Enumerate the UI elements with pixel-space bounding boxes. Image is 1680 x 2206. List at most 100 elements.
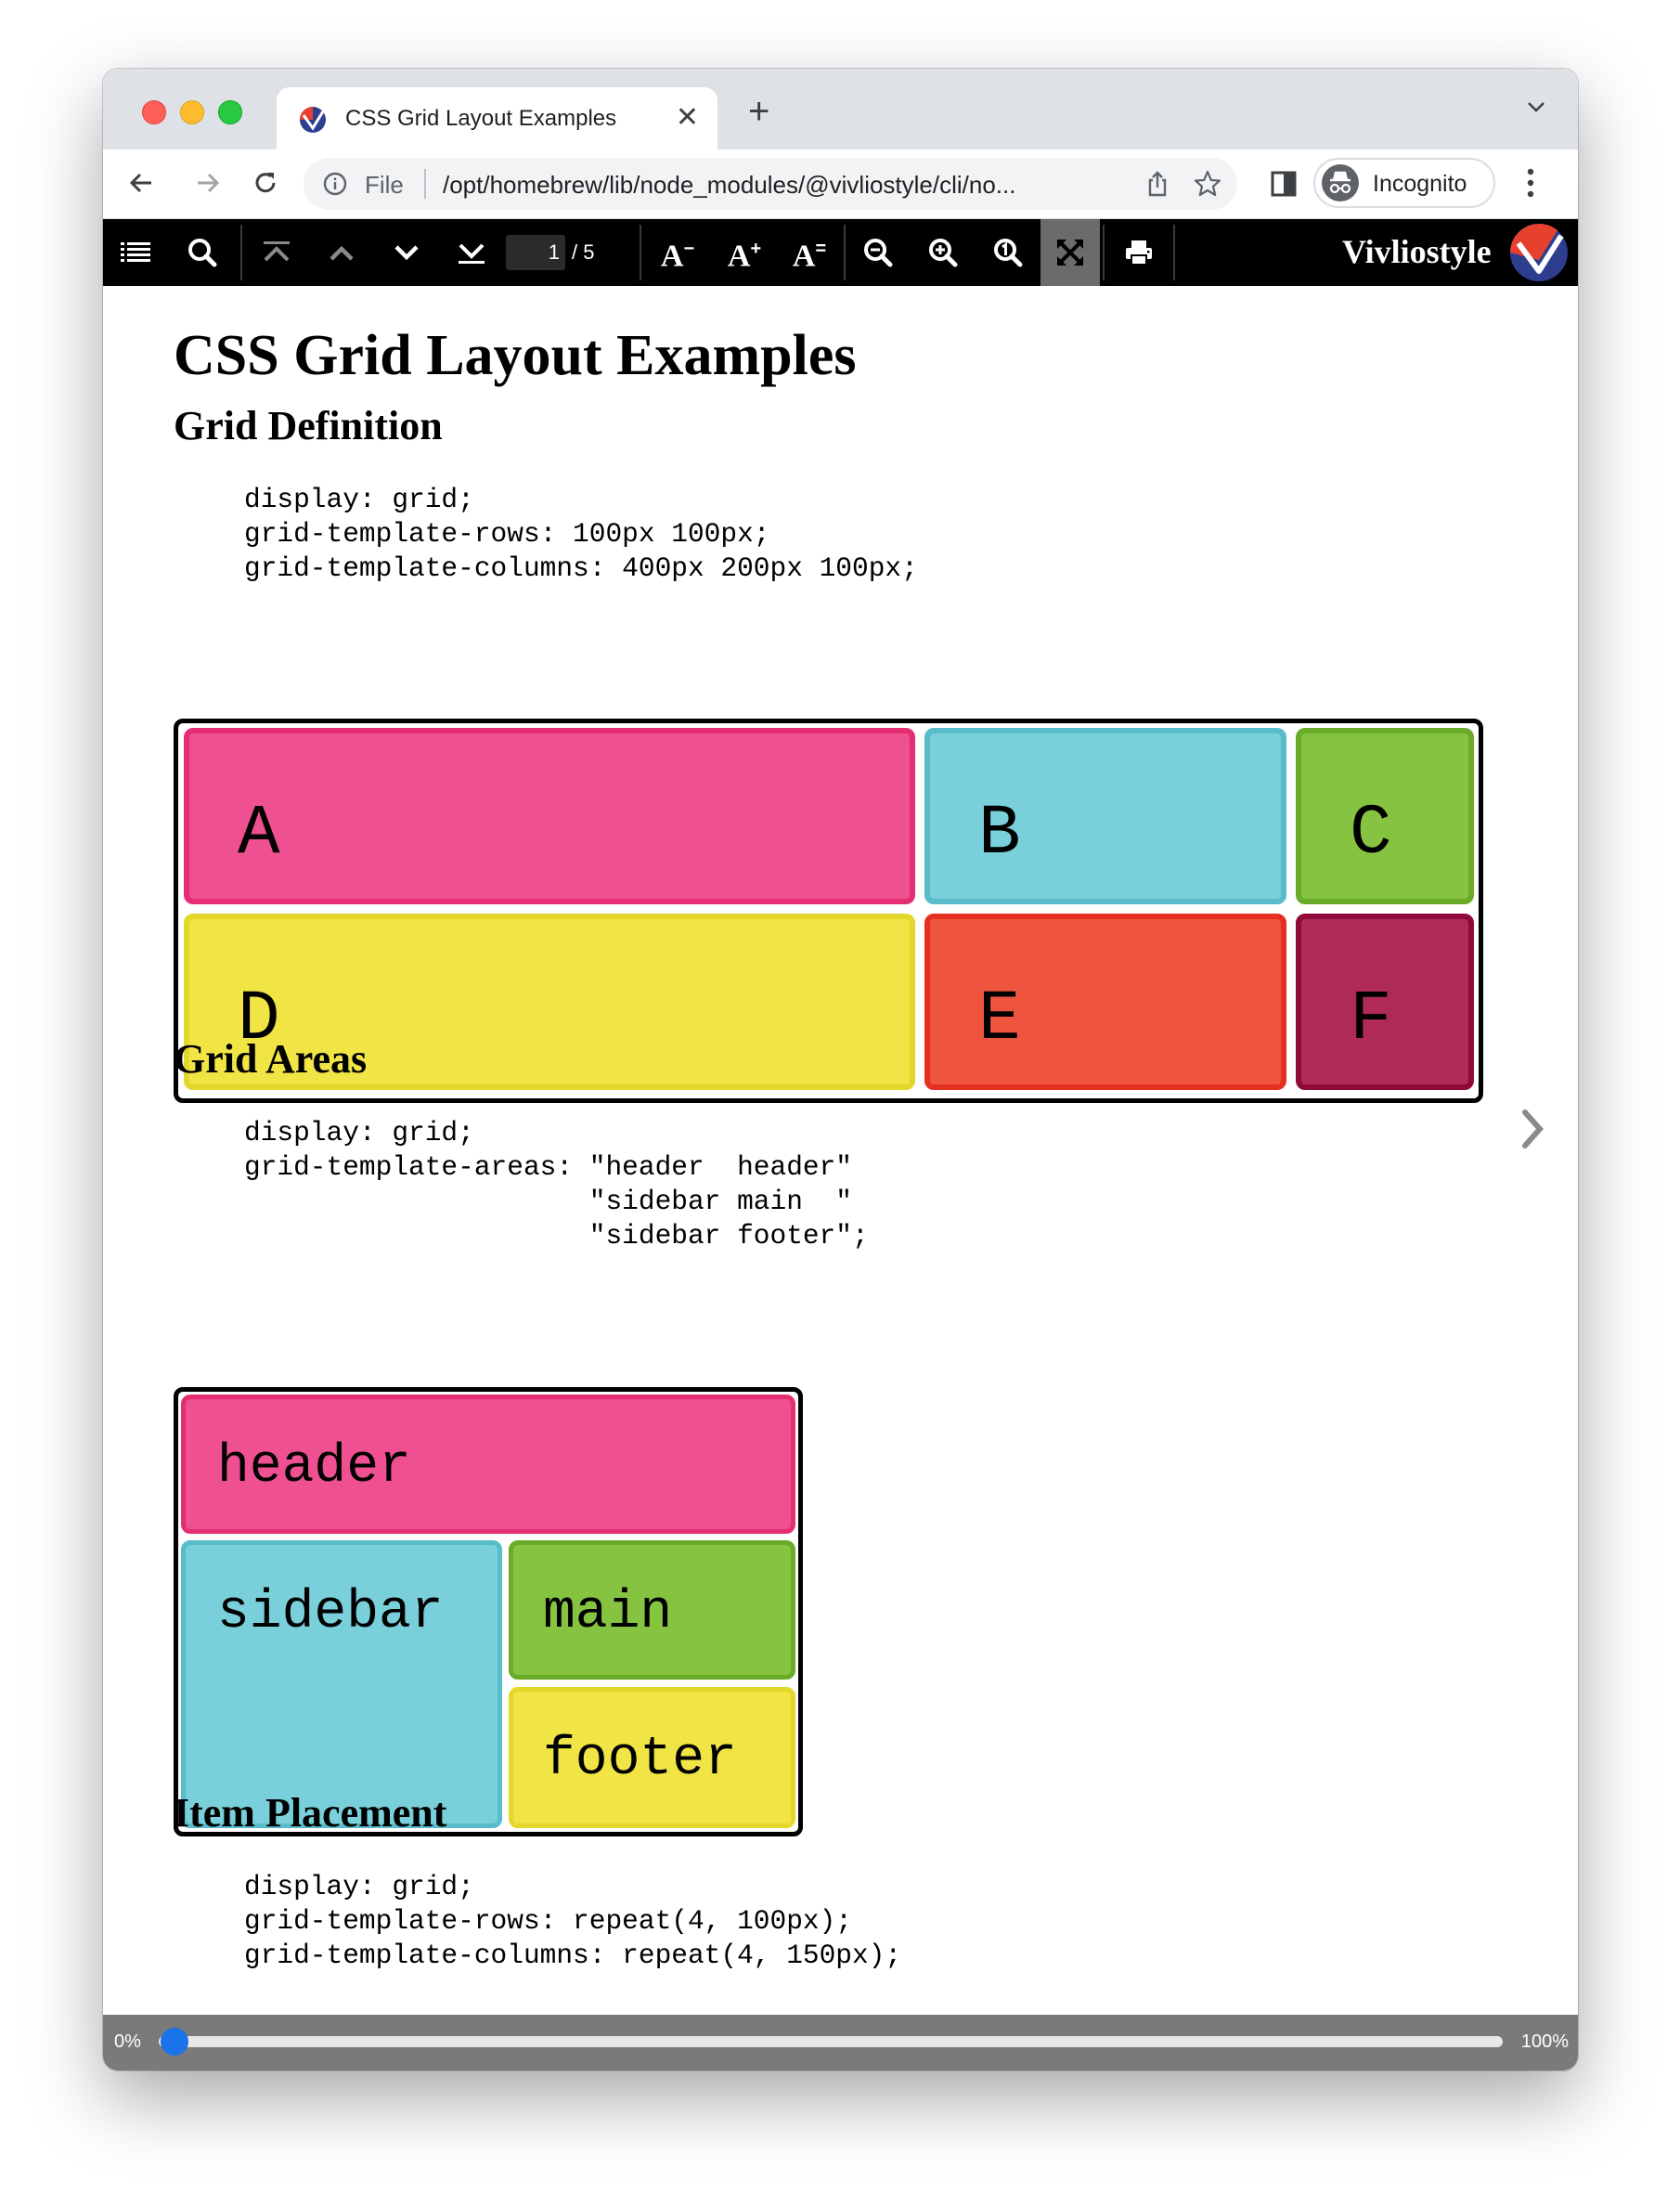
zoom-in-button[interactable] xyxy=(911,219,976,286)
grid-item-a: A xyxy=(184,728,915,904)
new-tab-button[interactable]: + xyxy=(748,91,770,132)
grid-area-main: main xyxy=(509,1540,795,1680)
font-size-decrease-button[interactable]: A− xyxy=(645,219,710,286)
next-page-icon xyxy=(394,245,419,261)
grid-area-label: sidebar xyxy=(217,1583,444,1643)
progress-slider-handle[interactable] xyxy=(161,2028,188,2056)
grid-item-d: D xyxy=(184,914,915,1090)
progress-track[interactable] xyxy=(159,2036,1503,2047)
browser-menu-icon[interactable] xyxy=(1526,166,1535,200)
maximize-window-button[interactable] xyxy=(218,100,242,124)
url-text[interactable]: /opt/homebrew/lib/node_modules/@vivliost… xyxy=(443,171,1016,199)
grid-item-label: C xyxy=(1350,794,1392,874)
grid-area-label: footer xyxy=(543,1730,737,1790)
section-heading-grid-definition: Grid Definition xyxy=(174,403,443,448)
last-page-button[interactable] xyxy=(439,219,504,286)
first-page-icon xyxy=(264,241,290,262)
font-size-increase-button[interactable]: A+ xyxy=(712,219,777,286)
vivliostyle-brand: Vivliostyle xyxy=(1342,233,1492,270)
first-page-button[interactable] xyxy=(244,219,309,286)
fit-to-screen-button[interactable] xyxy=(1040,219,1100,286)
page-current: 1 xyxy=(548,240,560,264)
grid-definition-example: A B C D E F xyxy=(174,719,1483,1103)
reload-icon[interactable] xyxy=(247,164,284,201)
toc-button[interactable] xyxy=(103,219,168,286)
search-icon xyxy=(188,239,217,267)
font-increase-icon: A+ xyxy=(728,230,761,275)
close-window-button[interactable] xyxy=(142,100,166,124)
tab-strip: CSS Grid Layout Examples ✕ + xyxy=(103,69,1578,149)
grid-area-header: header xyxy=(181,1395,795,1534)
reading-progress-bar: 0% 100% xyxy=(103,2015,1578,2070)
zoom-out-icon xyxy=(864,239,893,267)
url-scheme: File xyxy=(365,171,404,199)
share-icon[interactable] xyxy=(1143,169,1172,199)
toolbar-separator xyxy=(844,225,846,280)
grid-item-f: F xyxy=(1296,914,1474,1090)
minimize-window-button[interactable] xyxy=(180,100,204,124)
page-title: CSS Grid Layout Examples xyxy=(174,324,857,387)
font-decrease-icon: A− xyxy=(661,230,694,275)
code-block-item-placement: display: grid; grid-template-rows: repea… xyxy=(244,1871,902,1971)
viewer-toolbar: 1 / 5 A− A+ A= xyxy=(103,219,1578,286)
tab-active[interactable]: CSS Grid Layout Examples ✕ xyxy=(277,87,717,149)
toolbar-separator xyxy=(1103,225,1105,280)
grid-item-label: A xyxy=(238,794,280,874)
grid-item-label: E xyxy=(978,980,1021,1059)
grid-item-label: F xyxy=(1350,980,1392,1059)
grid-area-label: main xyxy=(543,1583,673,1643)
next-page-button[interactable] xyxy=(374,219,439,286)
grid-item-c: C xyxy=(1296,728,1474,904)
previous-page-button[interactable] xyxy=(309,219,374,286)
font-reset-letter: A xyxy=(792,239,816,274)
progress-max-label: 100% xyxy=(1520,2031,1569,2052)
previous-page-icon xyxy=(330,245,354,261)
font-size-reset-button[interactable]: A= xyxy=(777,219,842,286)
zoom-in-icon xyxy=(929,239,958,267)
font-reset-icon: A= xyxy=(793,230,826,275)
code-block-grid-areas: display: grid; grid-template-areas: "hea… xyxy=(244,1117,869,1252)
vivliostyle-logo-icon xyxy=(1510,223,1568,281)
bookmark-star-icon[interactable] xyxy=(1193,169,1222,199)
next-page-arrow-icon[interactable] xyxy=(1518,1107,1547,1151)
section-heading-item-placement: Item Placement xyxy=(174,1790,447,1836)
tab-search-chevron-icon[interactable] xyxy=(1526,97,1546,117)
section-heading-grid-areas: Grid Areas xyxy=(174,1036,368,1082)
print-icon xyxy=(1126,240,1152,266)
back-arrow-icon[interactable] xyxy=(123,164,161,201)
browser-window: CSS Grid Layout Examples ✕ + File xyxy=(103,69,1578,2070)
browser-toolbar: File /opt/homebrew/lib/node_modules/@viv… xyxy=(103,149,1578,219)
side-panel-icon[interactable] xyxy=(1270,170,1298,198)
font-decrease-mark: − xyxy=(683,238,695,259)
font-increase-letter: A xyxy=(727,239,751,274)
info-icon[interactable] xyxy=(322,171,348,197)
url-divider xyxy=(424,169,426,199)
toolbar-separator xyxy=(1173,225,1175,280)
incognito-icon xyxy=(1322,164,1359,201)
zoom-actual-size-button[interactable] xyxy=(976,219,1040,286)
grid-item-label: B xyxy=(978,794,1021,874)
toolbar-separator xyxy=(240,225,242,280)
zoom-out-button[interactable] xyxy=(846,219,911,286)
page-number-input[interactable]: 1 xyxy=(506,235,565,270)
search-button[interactable] xyxy=(170,219,235,286)
incognito-badge[interactable]: Incognito xyxy=(1313,158,1495,208)
zoom-actual-size-icon xyxy=(994,239,1023,267)
address-bar[interactable]: File /opt/homebrew/lib/node_modules/@viv… xyxy=(304,158,1237,210)
font-reset-mark: = xyxy=(815,238,827,259)
grid-area-footer: footer xyxy=(509,1687,795,1828)
progress-min-label: 0% xyxy=(114,2031,141,2052)
toc-icon xyxy=(121,242,150,262)
font-increase-mark: + xyxy=(750,238,762,259)
grid-item-label: D xyxy=(238,980,280,1059)
incognito-label: Incognito xyxy=(1373,171,1467,197)
forward-arrow-icon[interactable] xyxy=(188,164,226,201)
grid-area-label: header xyxy=(217,1437,411,1498)
grid-item-b: B xyxy=(924,728,1286,904)
grid-area-sidebar: sidebar xyxy=(181,1540,502,1828)
grid-areas-example: header sidebar main footer xyxy=(174,1387,803,1836)
grid-item-e: E xyxy=(924,914,1286,1090)
code-block-grid-definition: display: grid; grid-template-rows: 100px… xyxy=(244,484,918,584)
print-button[interactable] xyxy=(1106,219,1171,286)
tab-close-icon[interactable]: ✕ xyxy=(675,102,699,133)
